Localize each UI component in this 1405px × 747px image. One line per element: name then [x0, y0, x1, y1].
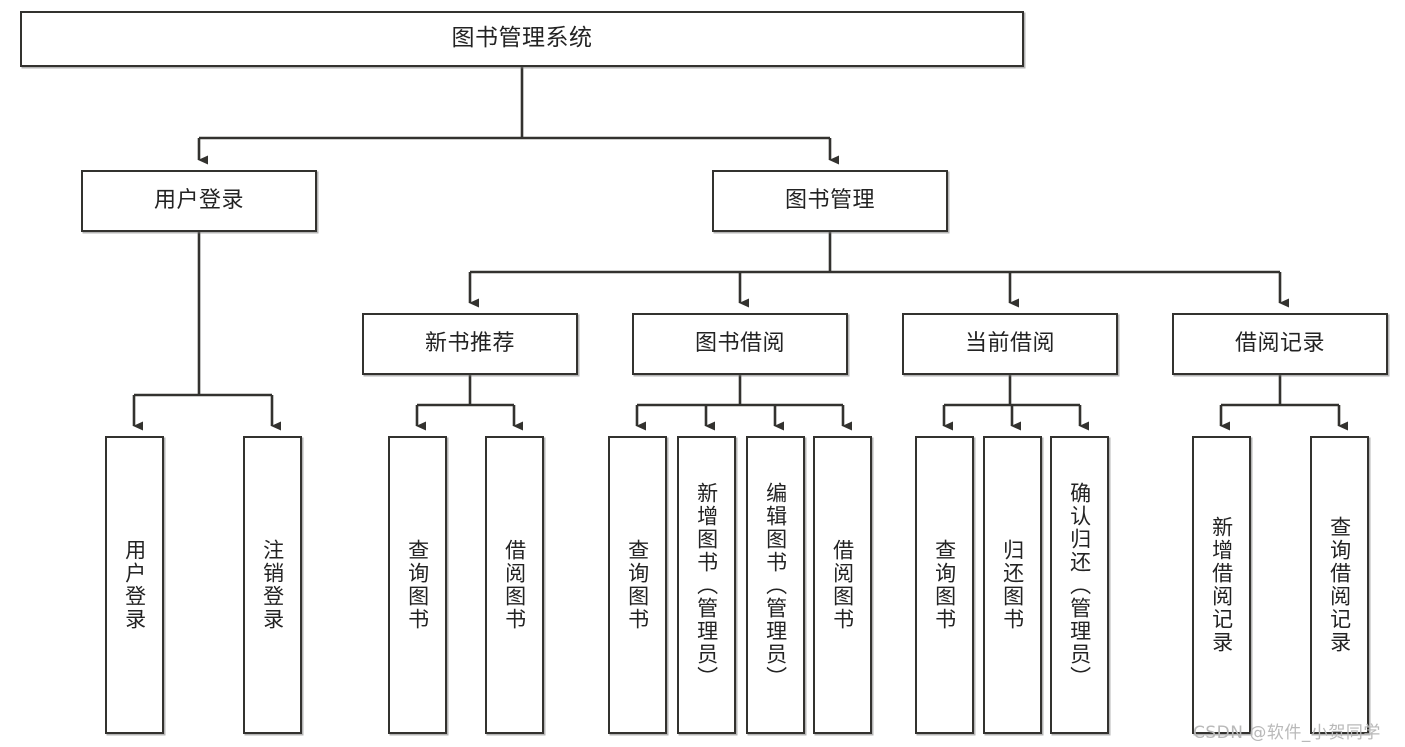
csdn-watermark: CSDN @软件_小贺同学 — [1193, 723, 1381, 743]
node-label: 新增借阅记录 — [1209, 516, 1234, 654]
leaf-logout[interactable]: 注销登录 — [243, 436, 302, 734]
node-label: 归还图书 — [1000, 539, 1025, 631]
leaf-borrow-book-bb[interactable]: 借阅图书 — [813, 436, 872, 734]
node-label: 借阅图书 — [502, 539, 527, 631]
node-label: 图书管理 — [784, 187, 875, 213]
node-label: 新书推荐 — [424, 330, 515, 356]
leaf-query-borrow-record[interactable]: 查询借阅记录 — [1310, 436, 1369, 734]
leaf-return-book[interactable]: 归还图书 — [983, 436, 1042, 734]
node-label: 图书借阅 — [694, 330, 785, 356]
node-borrow-record[interactable]: 借阅记录 — [1172, 313, 1388, 375]
node-label: 确认归还（管理员） — [1067, 481, 1092, 689]
leaf-add-book-admin[interactable]: 新增图书（管理员） — [677, 436, 736, 734]
node-book-management[interactable]: 图书管理 — [712, 170, 948, 232]
leaf-confirm-return-admin[interactable]: 确认归还（管理员） — [1050, 436, 1109, 734]
node-label: 编辑图书（管理员） — [763, 481, 788, 689]
node-label: 注销登录 — [260, 539, 285, 631]
node-root-system[interactable]: 图书管理系统 — [20, 11, 1024, 67]
leaf-user-login[interactable]: 用户登录 — [105, 436, 164, 734]
leaf-borrow-book-nbr[interactable]: 借阅图书 — [485, 436, 544, 734]
node-label: 借阅记录 — [1234, 330, 1325, 356]
node-current-borrow[interactable]: 当前借阅 — [902, 313, 1118, 375]
node-user-login[interactable]: 用户登录 — [81, 170, 317, 232]
node-label: 查询借阅记录 — [1327, 516, 1352, 654]
leaf-query-book-bb[interactable]: 查询图书 — [608, 436, 667, 734]
node-label: 用户登录 — [122, 539, 147, 631]
node-label: 新增图书（管理员） — [694, 481, 719, 689]
node-label: 查询图书 — [405, 539, 430, 631]
leaf-query-book-cb[interactable]: 查询图书 — [915, 436, 974, 734]
node-label: 查询图书 — [625, 539, 650, 631]
leaf-edit-book-admin[interactable]: 编辑图书（管理员） — [746, 436, 805, 734]
node-book-borrow[interactable]: 图书借阅 — [632, 313, 848, 375]
leaf-add-borrow-record[interactable]: 新增借阅记录 — [1192, 436, 1251, 734]
leaf-query-book-nbr[interactable]: 查询图书 — [388, 436, 447, 734]
node-new-book-recommend[interactable]: 新书推荐 — [362, 313, 578, 375]
node-label: 用户登录 — [153, 187, 244, 213]
node-label: 图书管理系统 — [451, 25, 593, 52]
node-label: 当前借阅 — [964, 330, 1055, 356]
node-label: 借阅图书 — [830, 539, 855, 631]
node-label: 查询图书 — [932, 539, 957, 631]
